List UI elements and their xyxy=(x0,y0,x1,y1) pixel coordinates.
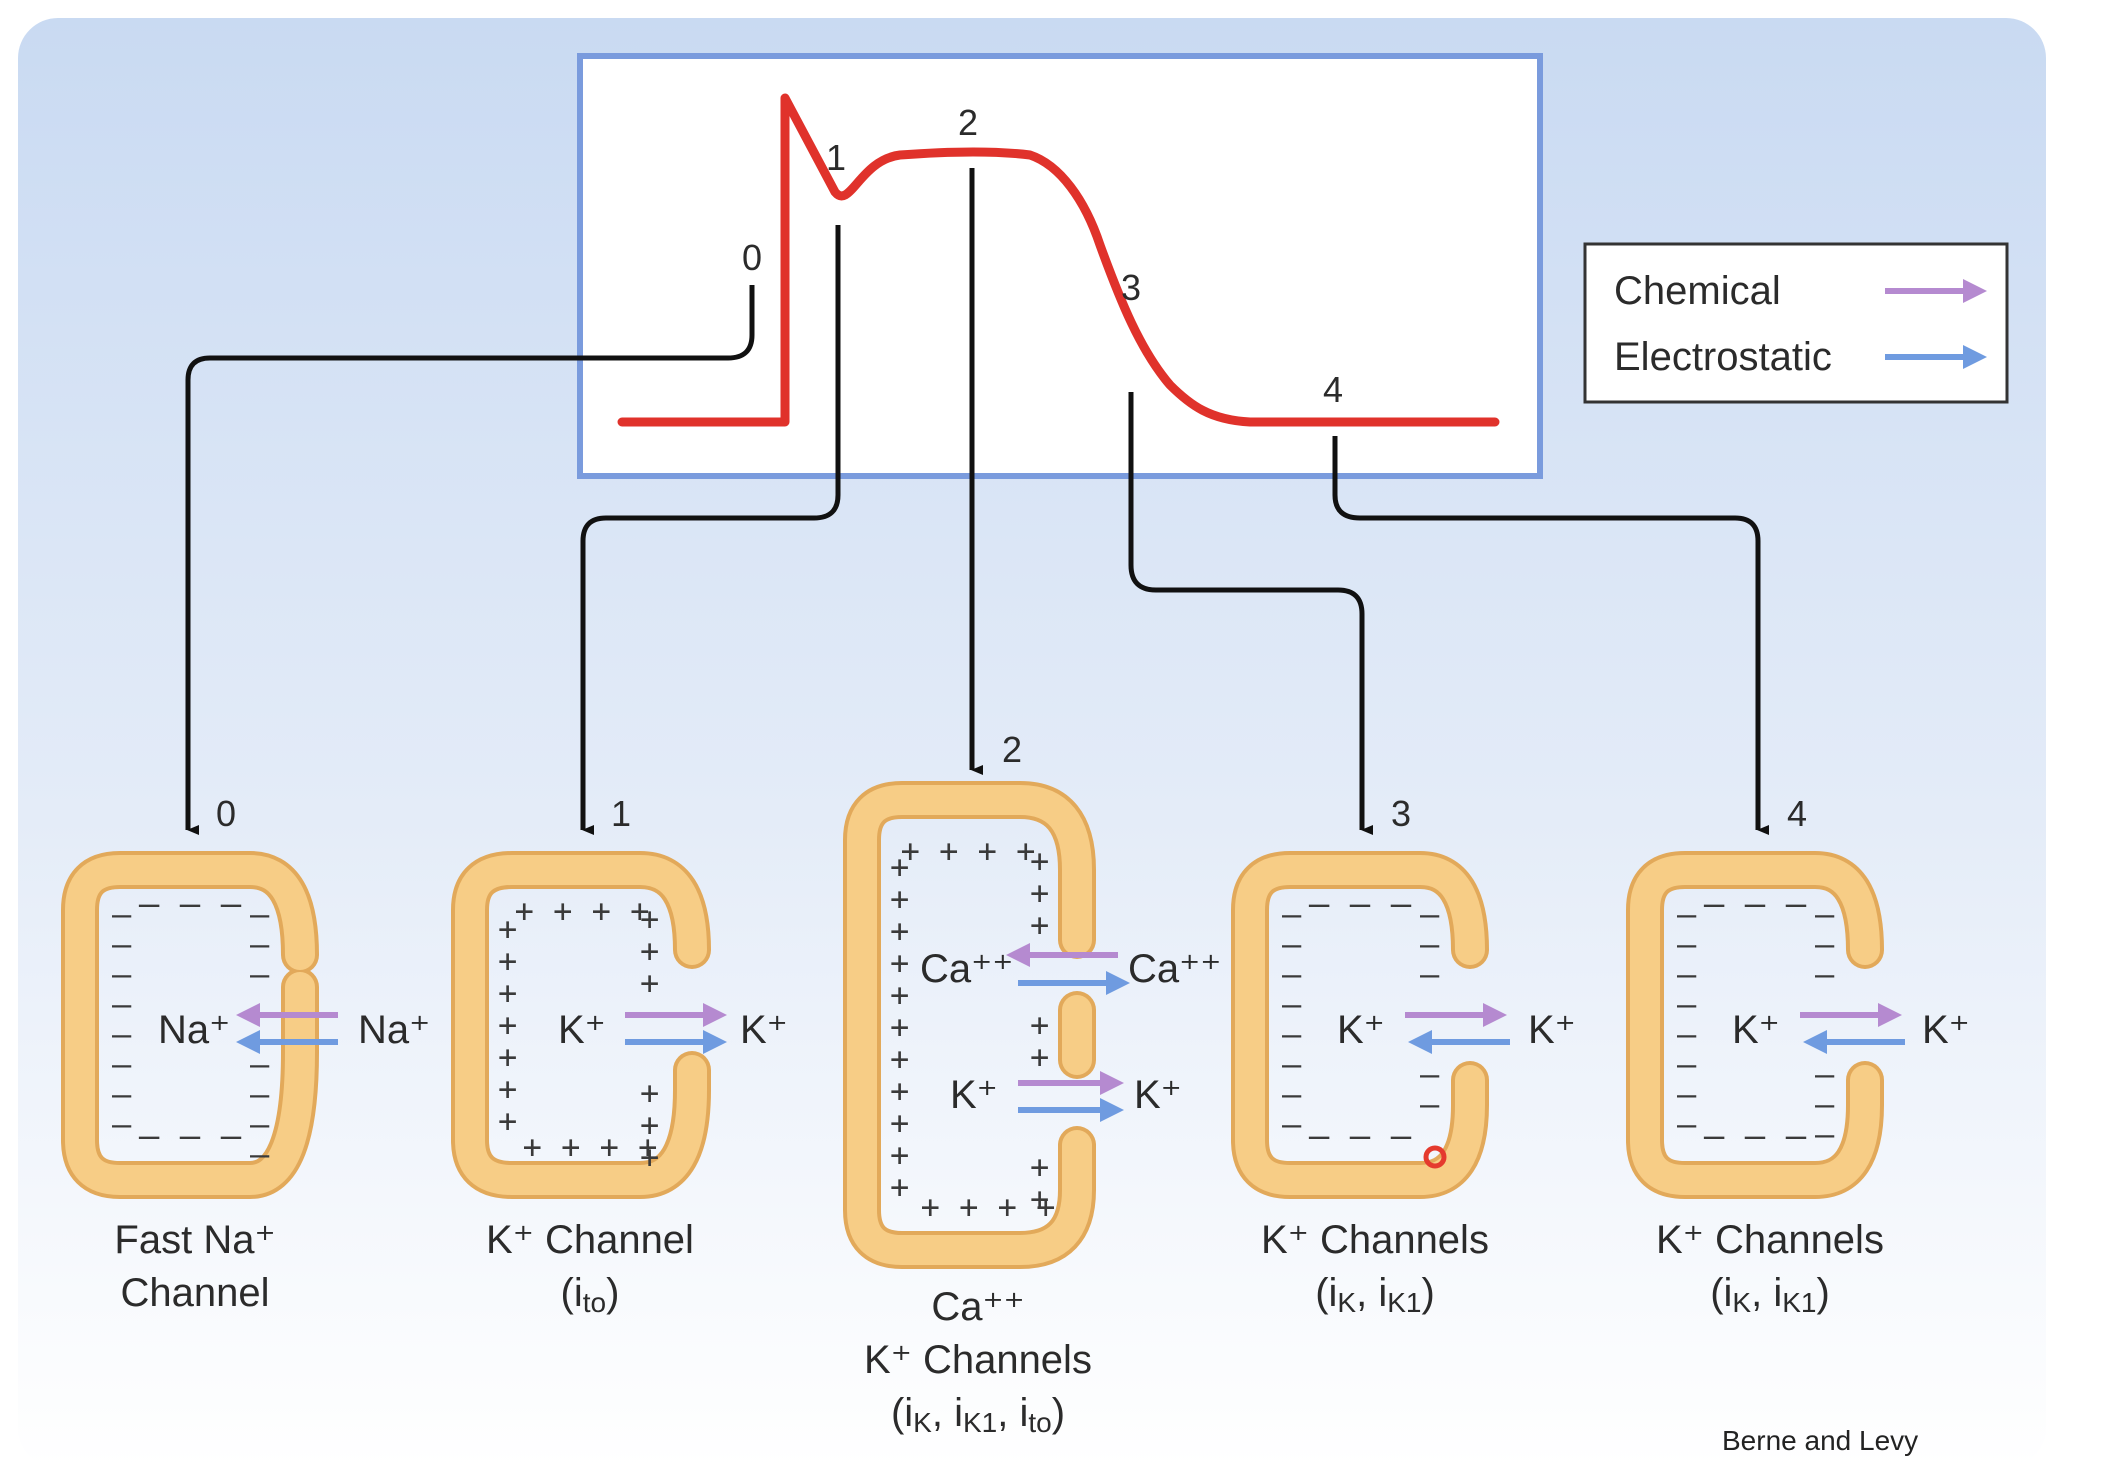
cell-2-ion-top-inner: Ca⁺⁺ xyxy=(920,947,1013,991)
cell-3-charge-bottom: – – – xyxy=(1309,1116,1412,1156)
cell-phase-label-4: 4 xyxy=(1787,793,1807,834)
cell-0: – – – – – – –––––––– ––––––– Na⁺ Na⁺ Fas… xyxy=(61,851,430,1315)
cell-phase-label-0: 0 xyxy=(216,793,236,834)
cell-3-outer-ion: K⁺ xyxy=(1528,1008,1576,1052)
cursor-marker-icon xyxy=(1423,1145,1447,1169)
connector-1 xyxy=(580,225,841,835)
connector-4 xyxy=(1332,436,1769,835)
phase-label-1: 1 xyxy=(826,137,846,178)
cell-4-caption-line1: K⁺ Channels xyxy=(1656,1218,1884,1262)
cell-1-caption-line1: K⁺ Channel xyxy=(486,1218,694,1262)
cell-3-charge-right: ––––– xyxy=(1420,895,1440,1123)
cell-3-charge-top: – – – xyxy=(1309,884,1412,924)
cell-4-charge-left: –––––––– xyxy=(1677,895,1697,1143)
cell-1-inner-ion: K⁺ xyxy=(558,1008,606,1052)
cell-1-charge-left: +++++++ xyxy=(498,910,517,1140)
cell-0-caption-line2: Channel xyxy=(120,1271,269,1315)
cell-2-caption-line3: (iK, iK1, ito) xyxy=(891,1391,1065,1438)
cell-2-charge-top: + + + + xyxy=(901,832,1036,870)
cell-1-charge-right: ++++++ xyxy=(640,900,659,1176)
connectors xyxy=(185,168,1769,835)
cell-0-caption-line1: Fast Na⁺ xyxy=(114,1218,275,1262)
cell-2: + + + + + + + + +++++++++++ +++++++ Ca⁺⁺… xyxy=(843,781,1221,1438)
cell-phase-label-2: 2 xyxy=(1002,729,1022,770)
phase-label-0: 0 xyxy=(742,237,762,278)
cell-4: – – – – – – –––––––– –––––– K⁺ K⁺ K⁺ Cha… xyxy=(1626,851,1970,1318)
cell-3-charge-left: –––––––– xyxy=(1282,895,1302,1143)
cell-1-outer-ion: K⁺ xyxy=(740,1008,788,1052)
cell-2-ion-bottom-inner: K⁺ xyxy=(950,1073,998,1117)
cell-2-charge-left: +++++++++++ xyxy=(890,848,909,1206)
cell-4-inner-ion: K⁺ xyxy=(1732,1008,1780,1052)
cell-1: + + + + + + + + +++++++ ++++++ K⁺ K⁺ K⁺ … xyxy=(451,851,788,1318)
cell-1-caption-line2: (ito) xyxy=(561,1271,620,1318)
cell-3-caption-line1: K⁺ Channels xyxy=(1261,1218,1489,1262)
connector-0 xyxy=(185,285,755,835)
cell-4-charge-bottom: – – – xyxy=(1704,1116,1807,1156)
cell-2-ion-bottom-outer: K⁺ xyxy=(1134,1073,1182,1117)
cell-2-charge-right: +++++++ xyxy=(1030,842,1049,1218)
cell-2-charge-bottom: + + + + xyxy=(921,1188,1056,1226)
connector-3 xyxy=(1128,392,1373,835)
cell-4-outer-ion: K⁺ xyxy=(1922,1008,1970,1052)
credit-text: Berne and Levy xyxy=(1722,1425,1918,1456)
cell-0-charge-top: – – – xyxy=(139,884,242,924)
legend-electrostatic-label: Electrostatic xyxy=(1614,335,1832,379)
legend-chemical-label: Chemical xyxy=(1614,269,1781,313)
cell-0-charge-bottom: – – – xyxy=(139,1116,242,1156)
phase-label-3: 3 xyxy=(1121,267,1141,308)
cell-3-inner-ion: K⁺ xyxy=(1337,1008,1385,1052)
cell-1-charge-bottom: + + + + xyxy=(523,1128,658,1166)
action-potential-curve xyxy=(617,93,1500,427)
cell-0-inner-ion: Na⁺ xyxy=(158,1008,230,1052)
cell-2-caption-line1: Ca⁺⁺ xyxy=(931,1285,1024,1329)
cell-4-charge-right: –––––– xyxy=(1815,895,1835,1153)
legend: Chemical Electrostatic xyxy=(1583,242,2009,404)
phase-label-4: 4 xyxy=(1323,369,1343,410)
legend-box xyxy=(1583,242,2009,404)
cell-0-charge-left: –––––––– xyxy=(112,895,132,1143)
cell-2-ion-top-outer: Ca⁺⁺ xyxy=(1128,947,1221,991)
phase-label-2: 2 xyxy=(958,102,978,143)
cell-phase-label-1: 1 xyxy=(611,793,631,834)
cell-2-caption-line2: K⁺ Channels xyxy=(864,1338,1092,1382)
cell-phase-label-3: 3 xyxy=(1391,793,1411,834)
cell-1-charge-top: + + + + xyxy=(515,892,650,930)
cell-4-caption-line2: (iK, iK1) xyxy=(1710,1271,1830,1318)
cell-0-outer-ion: Na⁺ xyxy=(358,1008,430,1052)
cell-3: – – – – – – –––––––– ––––– K⁺ K⁺ K⁺ Chan… xyxy=(1231,851,1576,1318)
cell-0-charge-right: ––––––– xyxy=(250,895,270,1173)
cell-3-caption-line2: (iK, iK1) xyxy=(1315,1271,1435,1318)
action-potential-frame xyxy=(577,53,1543,479)
cell-4-charge-top: – – – xyxy=(1704,884,1807,924)
